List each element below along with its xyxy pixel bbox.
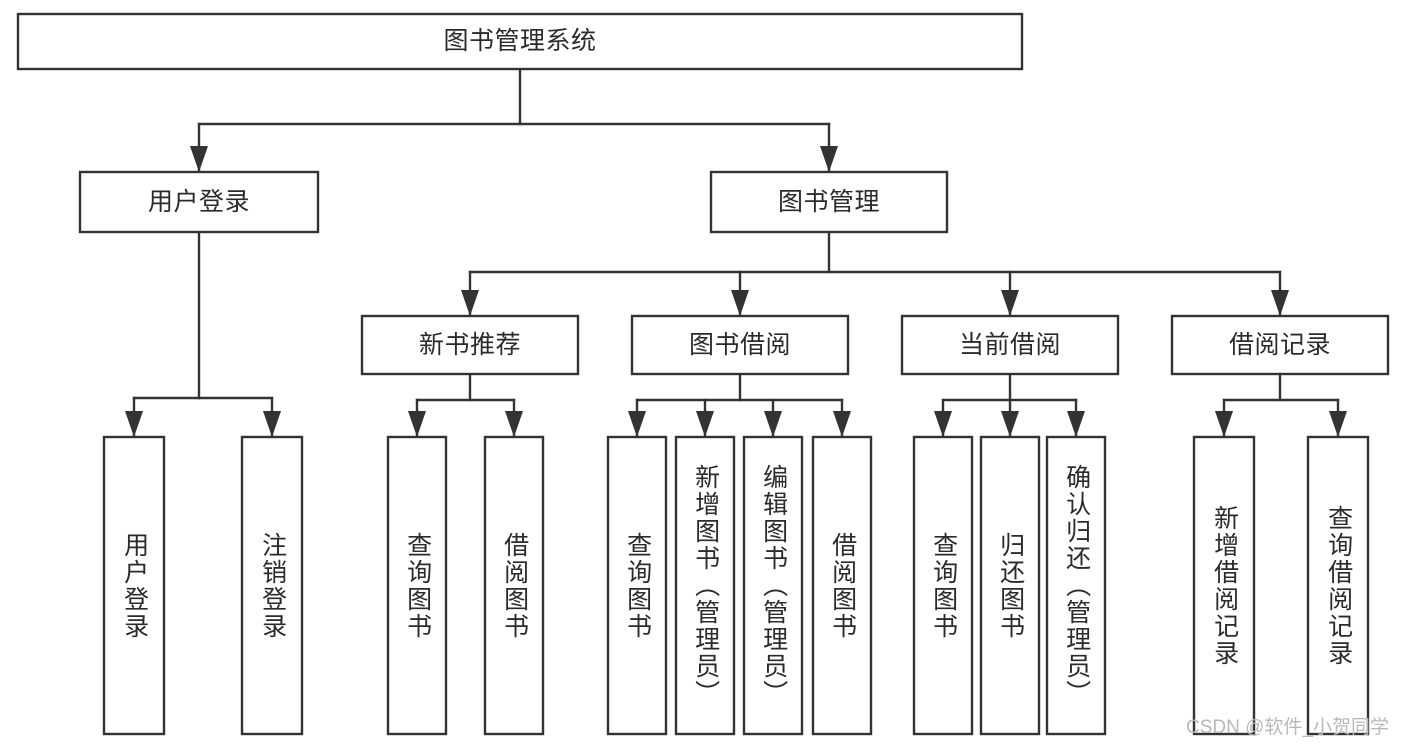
arrow-head-icon-borrow-record <box>1271 290 1289 316</box>
boxes-layer <box>16 12 1390 736</box>
arrow-head-icon-logout-do <box>263 411 281 437</box>
arrow-head-icon-book-manage <box>820 146 838 172</box>
node-box-logout-do[interactable] <box>240 435 304 736</box>
arrow-head-icon-new-book-rec <box>461 290 479 316</box>
arrow-head-icon-user-login <box>190 146 208 172</box>
arrow-head-icon-book-borrow <box>731 290 749 316</box>
node-box-borrow-edit-book[interactable] <box>742 435 804 736</box>
arrow-head-icon-rec-query-record <box>1329 411 1347 437</box>
edges-layer <box>125 67 1347 439</box>
csdn-watermark: CSDN @软件_小贺同学 <box>1186 717 1389 738</box>
node-box-borrow-record[interactable] <box>1170 314 1390 376</box>
arrow-head-icon-rec-add-record <box>1215 411 1233 437</box>
node-box-borrow-query-book[interactable] <box>606 435 668 736</box>
node-box-current-borrow[interactable] <box>900 314 1120 376</box>
arrow-head-icon-borrow-edit-book <box>764 411 782 437</box>
node-box-book-manage[interactable] <box>709 170 949 234</box>
arrow-head-icon-login-do <box>125 411 143 437</box>
arrow-head-icon-cur-return-book <box>1001 411 1019 437</box>
node-box-rec-query-record[interactable] <box>1306 435 1370 736</box>
node-box-borrow-add-book[interactable] <box>674 435 736 736</box>
node-box-new-book-rec[interactable] <box>360 314 580 376</box>
node-box-cur-return-book[interactable] <box>979 435 1041 736</box>
arrow-head-icon-borrow-add-book <box>696 411 714 437</box>
node-box-book-borrow[interactable] <box>630 314 850 376</box>
node-box-cur-confirm-return[interactable] <box>1045 435 1107 736</box>
node-box-rec-borrow-book[interactable] <box>483 435 545 736</box>
arrow-head-icon-rec-borrow-book <box>505 411 523 437</box>
node-box-user-login[interactable] <box>78 170 320 234</box>
node-box-root[interactable] <box>16 12 1024 71</box>
arrow-head-icon-cur-query-book <box>934 411 952 437</box>
node-box-cur-query-book[interactable] <box>912 435 974 736</box>
arrow-head-icon-rec-query-book <box>408 411 426 437</box>
node-box-login-do[interactable] <box>102 435 166 736</box>
arrow-head-icon-borrow-lend-book <box>833 411 851 437</box>
node-box-rec-query-book[interactable] <box>386 435 448 736</box>
node-box-borrow-lend-book[interactable] <box>811 435 873 736</box>
arrow-head-icon-cur-confirm-return <box>1067 411 1085 437</box>
arrow-head-icon-current-borrow <box>1001 290 1019 316</box>
arrow-head-icon-borrow-query-book <box>628 411 646 437</box>
node-box-rec-add-record[interactable] <box>1192 435 1256 736</box>
